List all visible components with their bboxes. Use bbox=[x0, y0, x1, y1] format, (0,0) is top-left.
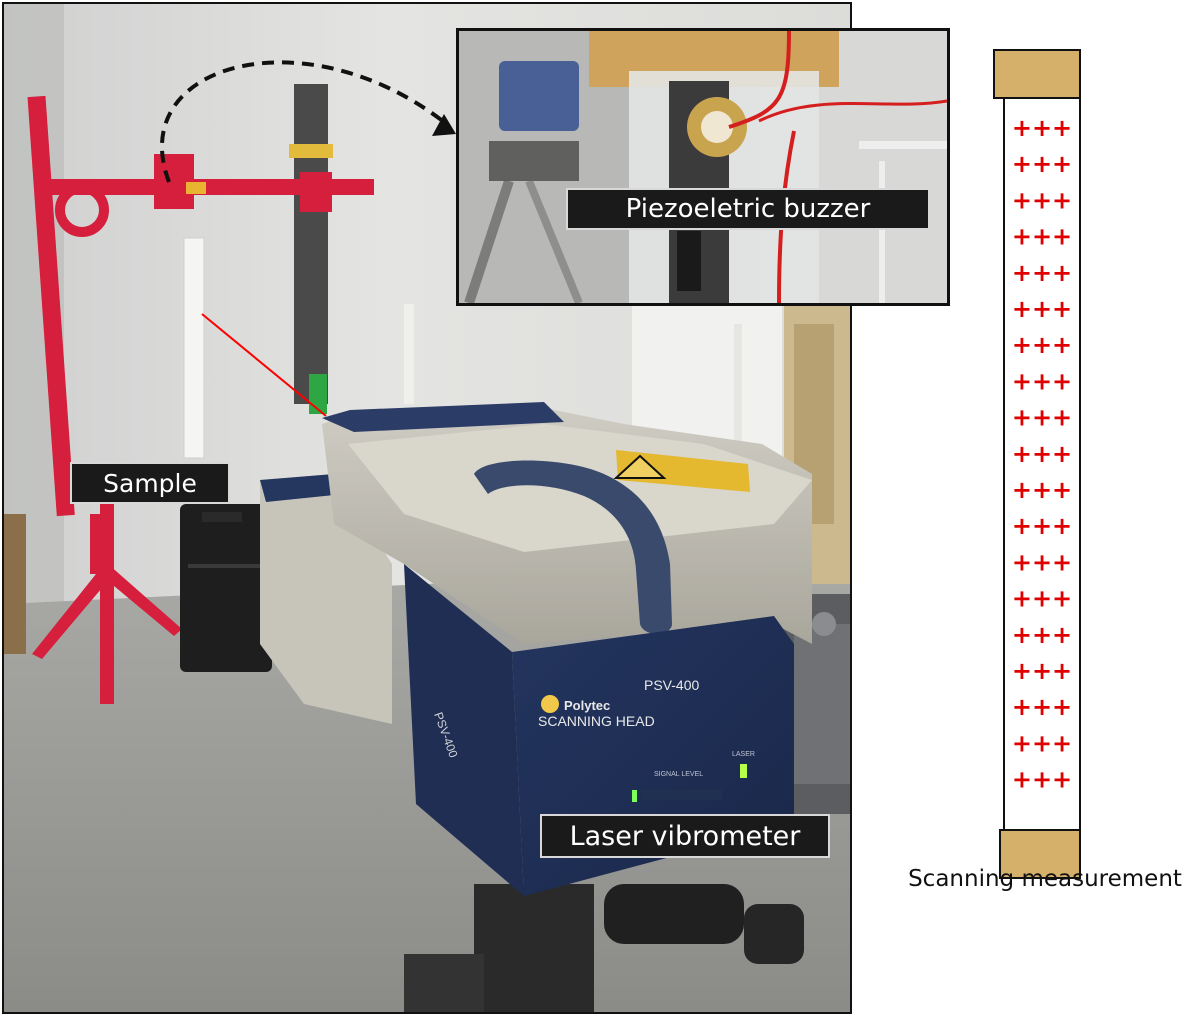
scan-point-row: +++ bbox=[1012, 186, 1072, 214]
device-brand: Polytec bbox=[564, 698, 610, 713]
scan-point-row: +++ bbox=[1012, 295, 1072, 323]
top-clamp bbox=[993, 49, 1081, 99]
buzzer-inset-drawing bbox=[459, 31, 947, 303]
scan-point-row: +++ bbox=[1012, 114, 1072, 142]
scanning-caption: Scanning measurement bbox=[908, 866, 1182, 892]
device-model: PSV-400 bbox=[644, 677, 699, 693]
scan-point-row: +++ bbox=[1012, 729, 1072, 757]
sample-label: Sample bbox=[70, 462, 230, 504]
sample-fixture bbox=[27, 95, 374, 704]
scan-point-row: +++ bbox=[1012, 259, 1072, 287]
scan-point-row: +++ bbox=[1012, 657, 1072, 685]
buzzer-label: Piezoeletric buzzer bbox=[566, 188, 930, 230]
bottom-clamp bbox=[999, 829, 1081, 879]
arrow-head-icon bbox=[432, 114, 456, 136]
scan-point-row: +++ bbox=[1012, 404, 1072, 432]
scan-point-row: +++ bbox=[1012, 512, 1072, 540]
zoom-arrow bbox=[160, 60, 446, 183]
scan-point-row: +++ bbox=[1012, 766, 1072, 794]
scan-point-row: +++ bbox=[1012, 331, 1072, 359]
laser-label: LASER bbox=[732, 751, 755, 758]
scan-point-row: +++ bbox=[1012, 367, 1072, 395]
scan-point-row: +++ bbox=[1012, 585, 1072, 613]
scan-point-row: +++ bbox=[1012, 223, 1072, 251]
laser-led bbox=[740, 764, 747, 778]
scan-point-row: +++ bbox=[1012, 621, 1072, 649]
scanning-diagram-drawing: +++ +++ +++ +++ +++ +++ +++ +++ +++ +++ +++ +++ +++ +… bbox=[993, 49, 1081, 879]
sample-strip bbox=[1003, 95, 1081, 837]
device-subtitle: SCANNING HEAD bbox=[538, 713, 655, 729]
scan-point-row: +++ bbox=[1012, 476, 1072, 504]
scanning-diagram: +++ +++ +++ +++ +++ +++ +++ +++ +++ +++ +++ +++ +++ +… bbox=[880, 0, 1200, 1020]
buzzer-inset-photo bbox=[456, 28, 950, 306]
scan-point-row: +++ bbox=[1012, 150, 1072, 178]
scan-point-row: +++ bbox=[1012, 548, 1072, 576]
scan-point-row: +++ bbox=[1012, 693, 1072, 721]
signal-led bbox=[632, 790, 637, 802]
scan-point-row: +++ bbox=[1012, 440, 1072, 468]
vibrometer-label: Laser vibrometer bbox=[540, 814, 830, 858]
scan-grid: +++ +++ +++ +++ +++ +++ +++ +++ +++ +++ +++ +++ +++ +… bbox=[1012, 114, 1072, 794]
signal-level-label: SIGNAL LEVEL bbox=[654, 771, 703, 778]
laser-beam bbox=[201, 313, 327, 417]
